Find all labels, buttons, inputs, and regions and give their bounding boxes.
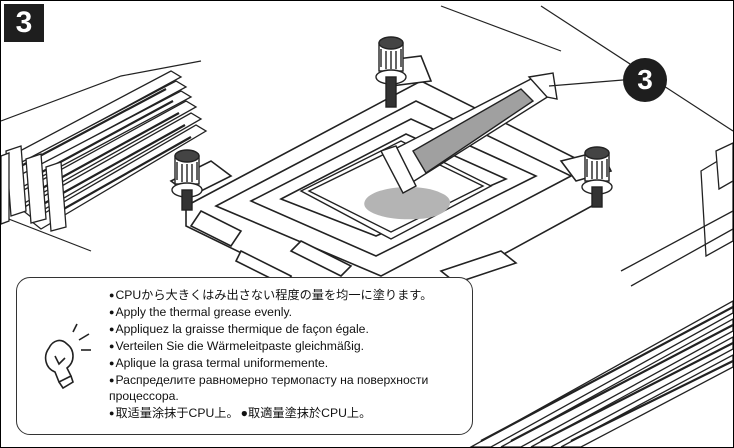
instruction-list: CPUから大きくはみ出さない程度の量を均一に塗ります。 Apply the th…	[109, 287, 469, 422]
lightbulb-icon	[44, 323, 91, 390]
instruction-de: Verteilen Sie die Wärmeleitpaste gleichm…	[109, 338, 469, 355]
socket-screws	[171, 36, 613, 211]
instruction-note: CPUから大きくはみ出さない程度の量を均一に塗ります。 Apply the th…	[16, 277, 473, 435]
instruction-zh-traditional: ●取適量塗抹於CPU上。	[240, 406, 372, 421]
callout-number: 3	[623, 58, 667, 102]
instruction-fr: Appliquez la graisse thermique de façon …	[109, 321, 469, 338]
instruction-zh: 取适量涂抹于CPU上。●取適量塗抹於CPU上。	[109, 405, 469, 422]
thermal-grease	[364, 187, 451, 220]
memory-slots-left	[1, 70, 208, 232]
memory-slots-right	[469, 142, 733, 447]
instruction-es: Aplique la grasa termal uniformemente.	[109, 355, 469, 372]
thermal-grease-tube	[379, 72, 558, 194]
instruction-ja: CPUから大きくはみ出さない程度の量を均一に塗ります。	[109, 287, 469, 304]
instruction-ru: Распределите равномерно термопасту на по…	[109, 372, 469, 406]
instruction-zh-simplified: 取适量涂抹于CPU上。	[115, 406, 239, 421]
step-number-badge: 3	[4, 4, 44, 42]
instruction-en: Apply the thermal grease evenly.	[109, 304, 469, 321]
